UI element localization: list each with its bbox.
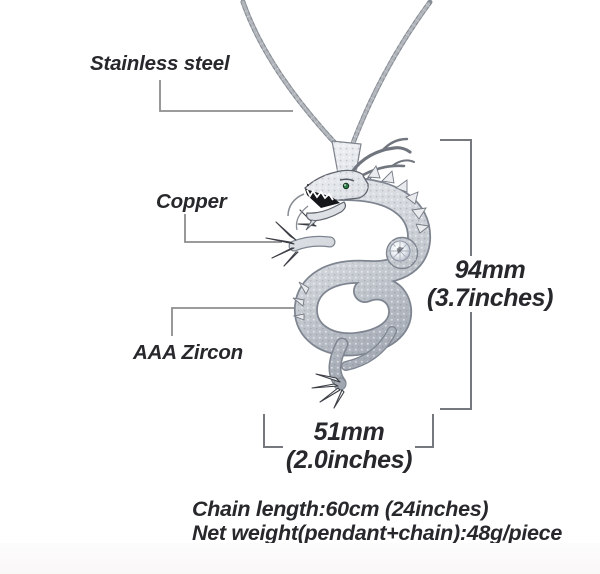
width-value: 51mm bbox=[310, 418, 388, 446]
dragon-body bbox=[288, 176, 432, 390]
label-stainless-steel: Stainless steel bbox=[90, 52, 230, 75]
spec-chain-length: Chain length:60cm (24inches) bbox=[192, 497, 489, 521]
label-aaa-zircon: AAA Zircon bbox=[133, 341, 243, 364]
whiskers bbox=[287, 193, 309, 231]
height-value: 94mm bbox=[451, 256, 529, 284]
leader-line-copper bbox=[184, 214, 282, 243]
height-dimension-text: 94mm (3.7inches) bbox=[400, 256, 580, 312]
dragon-head bbox=[287, 169, 369, 231]
spec-net-weight: Net weight(pendant+chain):48g/piece bbox=[192, 521, 562, 545]
round-zircon-gem bbox=[385, 236, 419, 270]
width-dimension-text: 51mm (2.0inches) bbox=[259, 418, 439, 474]
rope-chain bbox=[240, 0, 433, 154]
dorsal-spikes bbox=[292, 165, 431, 321]
width-inches: (2.0inches) bbox=[282, 446, 416, 474]
bottom-fade bbox=[0, 543, 600, 574]
leader-line-stainless bbox=[159, 80, 293, 112]
dragon-pendant bbox=[265, 137, 432, 409]
leader-line-zircon bbox=[171, 307, 297, 336]
dragon-eye bbox=[342, 182, 350, 190]
hind-claw bbox=[311, 373, 347, 409]
label-copper: Copper bbox=[156, 190, 227, 213]
nostril bbox=[306, 183, 310, 187]
height-inches: (3.7inches) bbox=[423, 284, 557, 312]
